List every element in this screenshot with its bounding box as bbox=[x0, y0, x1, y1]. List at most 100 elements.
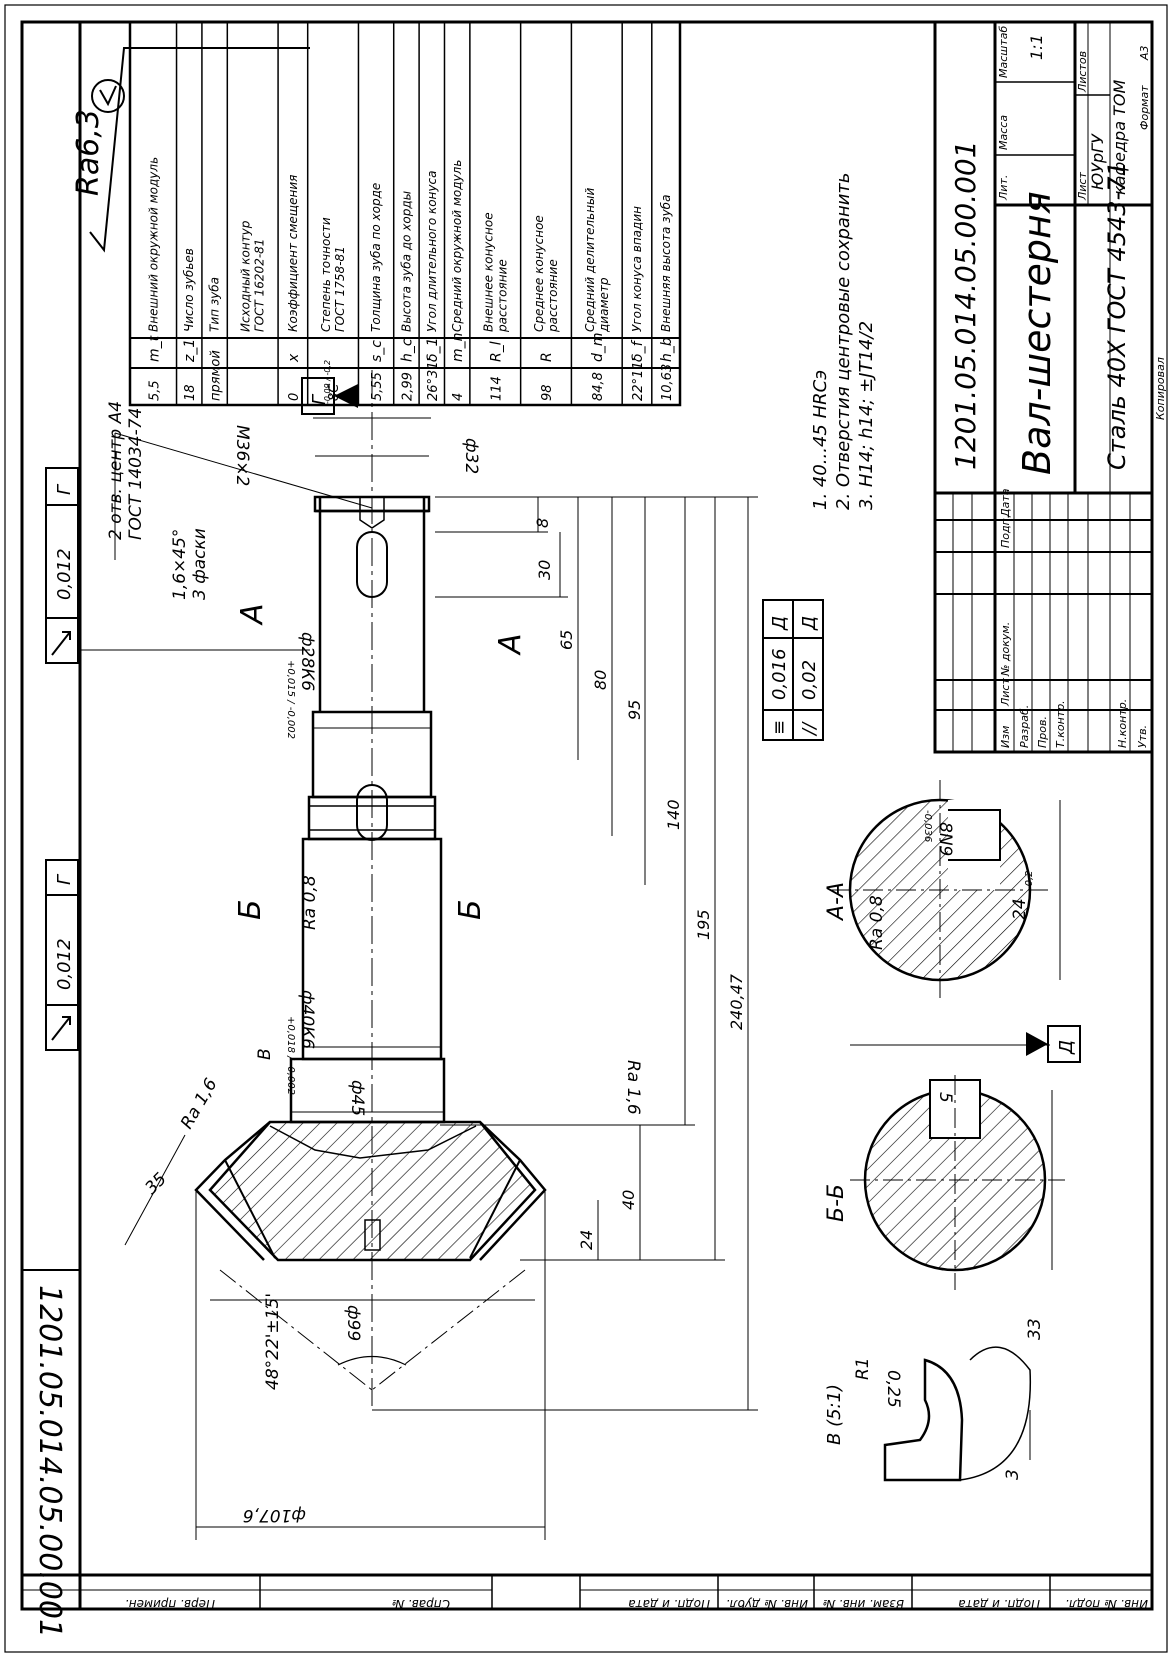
symmetry-value: 0,016 bbox=[769, 648, 790, 700]
center-holes-line2: ГОСТ 14034-74 bbox=[126, 408, 146, 540]
dim-24: 24 bbox=[577, 1230, 596, 1250]
d40-label: ф40К6 bbox=[297, 990, 317, 1049]
side-doc-number: 1201.05.014.05.00.001 bbox=[32, 1285, 67, 1638]
tb-col-date: Дата bbox=[999, 488, 1012, 518]
dim-40: 40 bbox=[619, 1190, 638, 1210]
d40-tol: +0,018 / -0,002 bbox=[285, 1016, 296, 1095]
ra08-section-label: Ra 0,8 bbox=[867, 895, 887, 950]
general-roughness-value: Ra6,3 bbox=[71, 109, 106, 196]
technical-notes: 1. 40...45 HRCэ 2. Отверстия центровые с… bbox=[810, 173, 877, 511]
gear-param-symbol: R_l bbox=[488, 341, 504, 362]
gear-param-symbol: x bbox=[286, 353, 302, 363]
c025-label: 0,25 bbox=[883, 1370, 903, 1408]
gear-param-name: Средний делительный bbox=[583, 187, 597, 332]
gear-param-name: Толщина зуба по хорде bbox=[369, 183, 383, 332]
section-b-mark-bottom: Б bbox=[453, 899, 488, 920]
runout-arrow-icon bbox=[51, 631, 71, 656]
strip-label-podp-data-2: Подп. и дата bbox=[958, 1597, 1040, 1611]
symmetry-datum: Д bbox=[769, 616, 790, 631]
ra08-shaft-label: Ra 0,8 bbox=[300, 875, 320, 930]
dim-65: 65 bbox=[557, 630, 576, 650]
detail-v: В (5:1) R1 0,25 3 bbox=[824, 1346, 1032, 1482]
d28-label: ф28К6 bbox=[297, 632, 317, 691]
runout2-value: 0,012 bbox=[54, 938, 75, 990]
gear-param-name: Угол конуса впадин bbox=[630, 206, 644, 332]
dim-240: 240,47 bbox=[727, 973, 746, 1030]
datum-d-triangle-icon bbox=[1026, 1032, 1048, 1056]
len35-label: 35 bbox=[141, 1169, 170, 1198]
d24-label: 24 bbox=[1010, 898, 1030, 920]
gear-param-name: Среднее конусное bbox=[532, 215, 546, 332]
dim-195: 195 bbox=[694, 909, 713, 940]
gear-param-value: 4 bbox=[451, 393, 466, 401]
gear-param-symbol: δ_1 bbox=[425, 338, 441, 362]
datum-d: Д bbox=[1056, 1040, 1077, 1055]
tb-org-line2: кафедра ТОМ bbox=[1110, 80, 1129, 195]
shaft-main-view bbox=[194, 370, 547, 1410]
detail-v-mark: В bbox=[255, 1048, 275, 1060]
gear-param-symbol: z_1 bbox=[182, 339, 198, 363]
gear-param-name: Степень точности bbox=[319, 217, 333, 332]
gear-param-value: 114 bbox=[489, 376, 504, 401]
tb-role-tkontr: Т.контр. bbox=[1054, 700, 1067, 748]
note-2: 2. Отверстия центровые сохранить bbox=[833, 173, 854, 511]
tb-col-sign: Подп. bbox=[999, 515, 1012, 548]
dim-8: 8 bbox=[533, 518, 552, 528]
tb-sheets-label: Листов bbox=[1076, 51, 1089, 93]
tb-copied-label: Копировал bbox=[1154, 357, 1167, 420]
gear-param-value: 0 bbox=[287, 393, 302, 401]
gear-param-symbol: h_c bbox=[399, 338, 415, 362]
tb-col-izm: Изм bbox=[999, 726, 1012, 748]
section-a-mark-top: А bbox=[235, 603, 270, 626]
d107-label: ф107,6 bbox=[243, 1505, 306, 1525]
side-stamp: 1201.05.014.05.00.001 bbox=[21, 1269, 81, 1638]
main-dimensions bbox=[114, 417, 758, 1540]
r1-label: R1 bbox=[853, 1357, 873, 1380]
gear-param-name: Коэффициент смещения bbox=[286, 175, 300, 332]
tb-col-sheet: Лист bbox=[999, 678, 1012, 707]
gear-param-symbol: R bbox=[539, 352, 555, 362]
gear-param-value: прямой bbox=[209, 350, 224, 401]
gear-param-symbol: m_t bbox=[146, 335, 162, 362]
dim-95: 95 bbox=[625, 700, 644, 720]
gear-param-name: Высота зуба до хорды bbox=[399, 191, 413, 332]
tb-part-name: Вал-шестерня bbox=[1015, 191, 1059, 475]
dim-30: 30 bbox=[535, 560, 554, 580]
d99-label: ф99 bbox=[343, 1305, 363, 1341]
d33-label: 33 bbox=[1025, 1318, 1045, 1340]
tb-org-line1: ЮУрГУ bbox=[1088, 133, 1107, 190]
gear-param-name: Исходный контур bbox=[239, 220, 253, 332]
kw5-label: 5 bbox=[935, 1092, 955, 1103]
chamfer-line2: 3 фаски bbox=[190, 528, 210, 600]
gdt-frames: 0,012 Г 0,012 Г ≡ // 0,016 0,02 Д Д Г Д bbox=[45, 377, 1081, 1063]
gear-param-name: Число зубьев bbox=[182, 248, 196, 332]
roughness-circle-icon bbox=[91, 79, 125, 113]
detail-v-title: В (5:1) bbox=[824, 1384, 845, 1445]
tb-role-nkontr: Н.контр. bbox=[1116, 699, 1129, 748]
gear-param-name: диаметр bbox=[597, 277, 611, 333]
gear-param-name: ГОСТ 16202-81 bbox=[253, 239, 267, 332]
tb-doc-number: 1201.05.014.05.00.001 bbox=[949, 140, 982, 470]
gear-param-name: Внешнее конусное bbox=[481, 212, 495, 332]
gear-param-symbol: h_b bbox=[659, 337, 675, 362]
parallel-icon: // bbox=[799, 721, 820, 737]
runout-arrow-icon-2 bbox=[51, 1016, 71, 1041]
tb-col-docnum: № докум. bbox=[999, 622, 1012, 677]
angle-label: 48°22'±15' bbox=[263, 1293, 283, 1390]
ra16-shaft-label: Ra 1,6 bbox=[623, 1060, 643, 1115]
section-aa-title: А-А bbox=[824, 882, 849, 922]
d28-tol: +0,015 / -0,002 bbox=[285, 660, 296, 739]
gear-param-symbol: s_c bbox=[369, 340, 385, 362]
kw8-label: 8N9 bbox=[935, 822, 955, 856]
note-1: 1. 40...45 HRCэ bbox=[810, 370, 831, 510]
d3-label: 3 bbox=[1003, 1469, 1023, 1480]
gear-param-value: 5,5 bbox=[147, 380, 162, 401]
ra16-cone-label: Ra 1,6 bbox=[177, 1075, 222, 1133]
chamfer-line1: 1,6×45° bbox=[170, 529, 190, 600]
gear-param-symbol: δ_f bbox=[630, 339, 646, 362]
gear-param-value: 26°31' bbox=[426, 358, 441, 401]
gear-param-name: расстояние bbox=[495, 259, 509, 333]
d32-label: ф32 bbox=[461, 438, 481, 474]
gear-param-value: 10,63 bbox=[660, 364, 675, 401]
gear-param-value: 22°11' bbox=[631, 358, 646, 401]
